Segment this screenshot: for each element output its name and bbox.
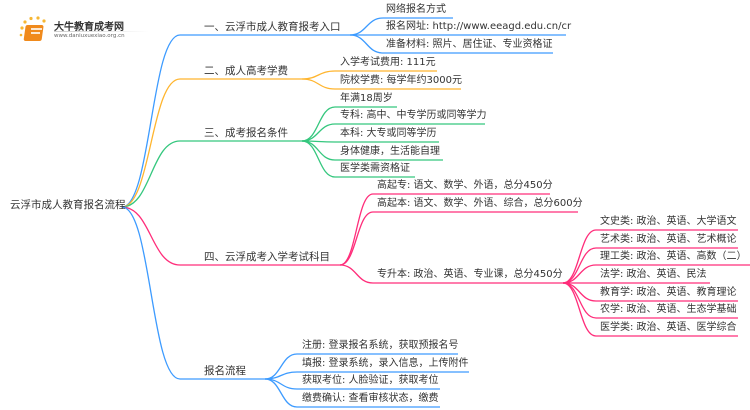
leaf-connector <box>301 140 439 143</box>
subject-node[interactable]: 文史类: 政治、英语、大学语文 <box>600 216 737 227</box>
subject-node[interactable]: 法学: 政治、英语、民法 <box>600 269 707 280</box>
leaf-node[interactable]: 身体健康，生活能自理 <box>340 146 440 157</box>
leaf-node[interactable]: 年满18周岁 <box>340 93 393 104</box>
subject-node[interactable]: 农学: 政治、英语、生态学基础 <box>600 304 737 315</box>
sub-leaf-connector <box>562 282 738 337</box>
branch-node[interactable]: 二、成人高考学费 <box>204 65 288 77</box>
logo-divider <box>54 31 149 32</box>
logo-name: 大牛教育成考网 <box>54 22 124 33</box>
branch-connector <box>121 78 302 208</box>
branch-node[interactable]: 一、云浮市成人教育报考入口 <box>204 21 341 33</box>
subject-node[interactable]: 医学类: 政治、英语、医学综合 <box>600 322 737 333</box>
branch-node[interactable]: 报名流程 <box>204 365 246 377</box>
branch-node[interactable]: 三、成考报名条件 <box>204 127 288 139</box>
leaf-node[interactable]: 网络报名方式 <box>386 4 446 15</box>
leaf-node[interactable]: 院校学费: 每学年约3000元 <box>340 75 462 86</box>
logo: 大牛教育成考网 www.daniuxuexiao.org.cn <box>18 16 149 46</box>
branch-connector <box>121 206 265 380</box>
leaf-node[interactable]: 缴费确认: 查看审核状态，缴费 <box>302 393 439 404</box>
leaf-node[interactable]: 专科: 高中、中专学历或同等学力 <box>340 110 487 121</box>
leaf-connector <box>339 193 550 266</box>
leaf-node[interactable]: 医学类需资格证 <box>340 163 410 174</box>
subject-node[interactable]: 艺术类: 政治、英语、艺术概论 <box>600 234 737 245</box>
logo-url: www.daniuxuexiao.org.cn <box>54 33 125 39</box>
leaf-connector <box>339 211 578 266</box>
leaf-connector <box>301 140 415 178</box>
leaf-node[interactable]: 填报: 登录系统，录入信息，上传附件 <box>302 358 469 369</box>
branch-node[interactable]: 四、云浮成考入学考试科目 <box>204 251 330 263</box>
branch-connector <box>121 34 350 208</box>
leaf-node[interactable]: 高起本: 语文、数学、外语、综合，总分600分 <box>377 198 583 209</box>
root-node: 云浮市成人教育报名流程 <box>10 199 126 211</box>
leaf-node[interactable]: 入学考试费用: 111元 <box>340 57 436 68</box>
branch-connector <box>121 140 302 208</box>
leaf-connector <box>349 34 553 54</box>
leaf-node[interactable]: 高起专: 语文、数学、外语，总分450分 <box>377 180 553 191</box>
leaf-connector <box>301 78 461 90</box>
leaf-node[interactable]: 本科: 大专或同等学历 <box>340 128 437 139</box>
leaf-node[interactable]: 报名网址: http://www.eeagd.edu.cn/cr <box>386 21 572 32</box>
sub-leaf-connector <box>562 229 738 284</box>
subject-node[interactable]: 理工类: 政治、英语、高数（二） <box>600 251 747 262</box>
leaf-connector <box>339 264 563 284</box>
leaf-connector <box>301 70 437 80</box>
leaf-node[interactable]: 准备材料: 照片、居住证、专业资格证 <box>386 39 553 50</box>
branch-connector <box>121 206 340 266</box>
leaf-node[interactable]: 注册: 登录报名系统，获取预报名号 <box>302 340 459 351</box>
leaf-connector <box>264 378 440 408</box>
leaf-node[interactable]: 获取考位: 人脸验证，获取考位 <box>302 375 439 386</box>
subject-node[interactable]: 教育学: 政治、英语、教育理论 <box>600 287 737 298</box>
book-logo-icon <box>19 16 46 41</box>
leaf-node[interactable]: 专升本: 政治、英语、专业课，总分450分 <box>377 269 563 280</box>
